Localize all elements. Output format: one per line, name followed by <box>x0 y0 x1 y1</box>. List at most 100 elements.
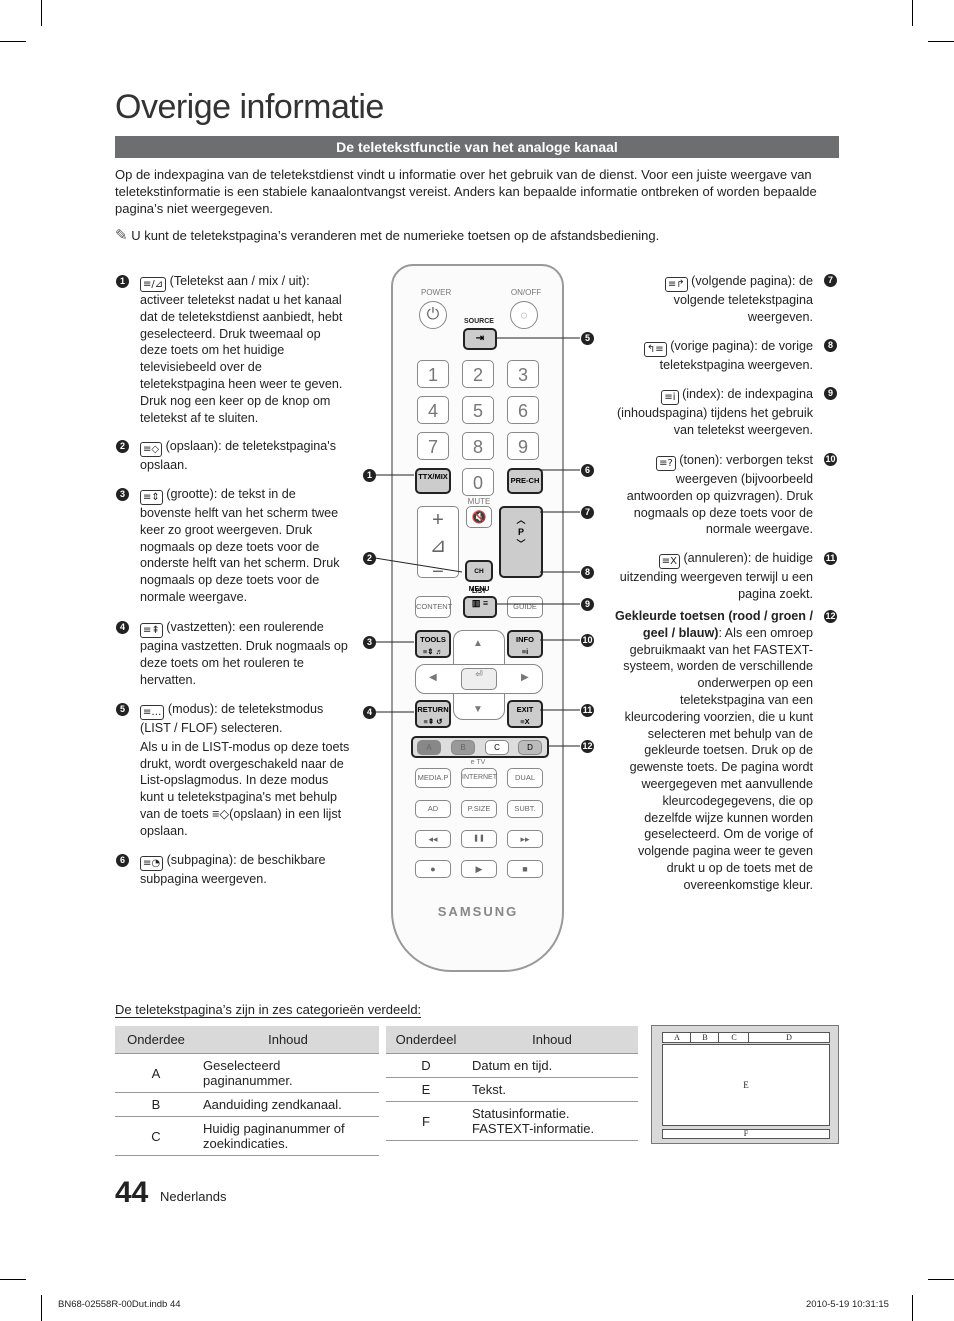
item-text: (grootte): de tekst in de bovenste helft… <box>140 487 340 604</box>
digit-0-button[interactable]: 0 <box>462 468 494 496</box>
table-header: Onderdee <box>115 1026 197 1054</box>
green-key-button[interactable]: B <box>451 740 475 755</box>
dual-button[interactable]: DUAL <box>507 768 543 788</box>
item-text: (annuleren): de huidige uitzending weerg… <box>619 551 813 601</box>
tools-button[interactable]: TOOLS≡⇕ ♬ <box>415 630 451 658</box>
pencil-icon: ✎ <box>115 226 128 244</box>
item-text: (tonen): verborgen tekst weergeven (bijv… <box>626 453 813 537</box>
power-label: POWER <box>421 288 452 297</box>
record-button[interactable]: ● <box>415 860 451 878</box>
source-button[interactable]: ⇥ <box>463 328 497 350</box>
table-title: De teletekstpagina’s zijn in zes categor… <box>115 1002 422 1018</box>
table-header: Inhoud <box>466 1026 638 1054</box>
reveal-icon: ≡? <box>656 456 676 471</box>
digit-9-button[interactable]: 9 <box>507 432 539 460</box>
remote-callout-6: 6 <box>581 464 594 477</box>
pause-button[interactable]: ❚❚ <box>461 830 497 848</box>
crop-mark <box>41 1295 42 1321</box>
callout-11: 11 <box>824 552 837 565</box>
callout-2: 2 <box>116 440 129 453</box>
remote-callout-8: 8 <box>581 566 594 579</box>
p-size-button[interactable]: P.SIZE <box>461 800 497 818</box>
remote-callout-1: 1 <box>363 469 376 482</box>
fast-forward-button[interactable]: ▸▸ <box>507 830 543 848</box>
item-teletext: ≡/⊿ (Teletekst aan / mix / uit): activee… <box>140 273 350 426</box>
item-prev-page: ↰≡ (vorige pagina): de vorige teletekstp… <box>613 338 813 374</box>
enter-button[interactable]: ⏎ <box>461 668 497 690</box>
content-button[interactable]: CONTENT <box>415 596 452 618</box>
exit-button[interactable]: EXIT≡X <box>507 700 543 728</box>
diagram-b: B <box>690 1032 720 1043</box>
callout-10: 10 <box>824 453 837 466</box>
digit-5-button[interactable]: 5 <box>462 396 494 424</box>
internet-button[interactable]: INTERNET <box>461 768 497 788</box>
digit-2-button[interactable]: 2 <box>462 360 494 388</box>
item-store: ≡◇ (opslaan): de teletekstpagina's opsla… <box>140 438 350 474</box>
item-text: (modus): de teletekstmodus (LIST / FLOF)… <box>140 702 324 735</box>
teletext-layout-diagram: A B C D E F <box>651 1025 839 1144</box>
table-row: D Datum en tijd. <box>386 1053 638 1078</box>
item-mode: ≡… (modus): de teletekstmodus (LIST / FL… <box>140 701 350 840</box>
callout-4: 4 <box>116 621 129 634</box>
channel-rocker[interactable]: ︿P﹀ <box>499 506 543 578</box>
crop-mark <box>0 41 26 42</box>
item-text-2: Als u in de LIST-modus op deze toets dru… <box>140 739 350 838</box>
mute-label: MUTE <box>467 497 491 506</box>
ttx-mix-button[interactable]: TTX/MIX <box>415 468 451 494</box>
callout-12: 12 <box>824 610 837 623</box>
digit-4-button[interactable]: 4 <box>417 396 449 424</box>
arrow-up-icon[interactable]: ▲ <box>473 638 483 649</box>
red-key-button[interactable]: A <box>417 740 441 755</box>
crop-mark <box>928 1279 954 1280</box>
subt-button[interactable]: SUBT. <box>507 800 543 818</box>
item-next-page: ≡↱ (volgende pagina): de volgende telete… <box>613 273 813 326</box>
arrow-right-icon[interactable]: ▶ <box>521 672 529 683</box>
page-number: 44 <box>115 1176 149 1209</box>
ch-list-button[interactable]: CH LIST <box>465 560 493 595</box>
item-text: (vorige pagina): de vorige teletekstpagi… <box>659 339 813 372</box>
mute-button[interactable]: 🔇 <box>466 506 492 528</box>
return-button[interactable]: RETURN≡⇞ ↺ <box>415 700 451 728</box>
menu-label: MENU <box>468 586 490 593</box>
table-row: E Tekst. <box>386 1077 638 1102</box>
rewind-button[interactable]: ◂◂ <box>415 830 451 848</box>
table-row: A Geselecteerd paginanummer. <box>115 1053 379 1093</box>
remote-callout-11: 11 <box>581 704 594 717</box>
blue-key-button[interactable]: D <box>518 740 542 755</box>
item-bold-text: Gekleurde toetsen (rood / groen / geel /… <box>614 609 813 640</box>
section-title: De teletekstfunctie van het analoge kana… <box>115 136 839 158</box>
diagram-a: A <box>662 1032 692 1043</box>
page-title: Overige informatie <box>115 88 384 126</box>
menu-button[interactable]: ▥ ≡ <box>463 596 497 618</box>
diagram-d: D <box>748 1032 830 1043</box>
digit-6-button[interactable]: 6 <box>507 396 539 424</box>
digit-7-button[interactable]: 7 <box>417 432 449 460</box>
stop-button[interactable]: ■ <box>507 860 543 878</box>
etv-label: e TV <box>470 759 486 766</box>
arrow-down-icon[interactable]: ▼ <box>473 704 483 715</box>
callout-6: 6 <box>116 854 129 867</box>
footer-file: BN68-02558R-00Dut.indb 44 <box>58 1299 181 1310</box>
yellow-key-button[interactable]: C <box>485 740 509 755</box>
arrow-left-icon[interactable]: ◀ <box>429 672 437 683</box>
table-row: F Statusinformatie. FASTEXT-informatie. <box>386 1101 638 1141</box>
diagram-f: F <box>662 1129 830 1139</box>
guide-button[interactable]: GUIDE <box>507 596 543 618</box>
ad-button[interactable]: AD <box>415 800 451 818</box>
callout-8: 8 <box>824 339 837 352</box>
digit-1-button[interactable]: 1 <box>417 360 449 388</box>
onoff-button[interactable]: ◌ <box>510 301 538 329</box>
power-button[interactable]: ⏻ <box>419 301 447 329</box>
digit-8-button[interactable]: 8 <box>462 432 494 460</box>
digit-3-button[interactable]: 3 <box>507 360 539 388</box>
pre-ch-button[interactable]: PRE-CH <box>507 468 543 494</box>
category-table-left: Onderdee Inhoud A Geselecteerd paginanum… <box>115 1026 379 1156</box>
item-cancel: ≡X (annuleren): de huidige uitzending we… <box>613 550 813 603</box>
play-button[interactable]: ▶ <box>461 860 497 878</box>
info-button[interactable]: INFO≡i <box>507 630 543 658</box>
media-p-button[interactable]: MEDIA.P <box>415 768 451 788</box>
remote-callout-4: 4 <box>363 706 376 719</box>
item-text: (vastzetten): een roulerende pagina vast… <box>140 620 348 687</box>
mode-icon: ≡… <box>140 705 165 720</box>
note: ✎ U kunt de teletekstpagina’s veranderen… <box>115 226 839 244</box>
